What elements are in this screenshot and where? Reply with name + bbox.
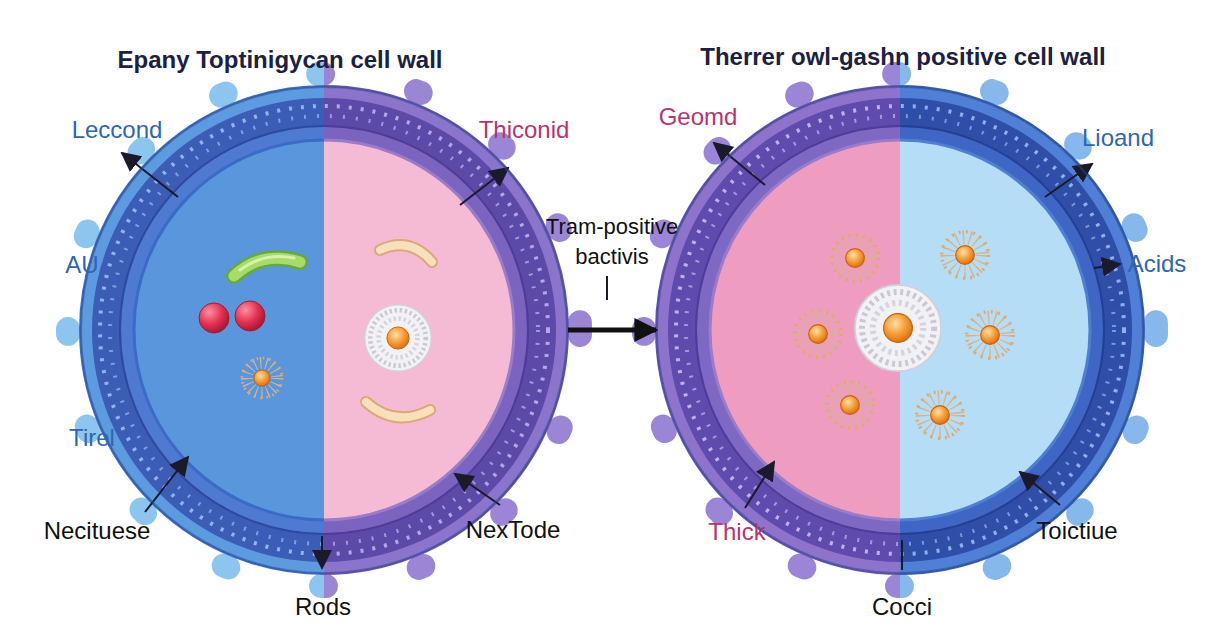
granular-body [365,305,432,372]
circle-outline [80,86,568,574]
arrow-label: Tram-positive bactivis [527,212,697,272]
flow-arrow [568,328,656,333]
leader-line [1094,264,1120,268]
crescent [380,245,432,262]
callout-label: Acids [1128,250,1187,278]
star-particle [967,312,1014,359]
dark-band [92,98,324,562]
inner-band [900,126,1104,534]
callout-label: Tirel [69,424,115,452]
left-cell [68,74,580,586]
callout-label: Leccond [72,116,163,144]
cytoplasm [324,140,514,520]
granule-ring [686,116,900,544]
leader-line [714,143,765,185]
callout-label: Thiconid [479,116,570,144]
cytoplasm [134,140,324,520]
star-particle [242,358,282,398]
red-sphere [199,303,229,333]
callout-label: Necituese [44,517,151,545]
crescent [366,402,430,417]
callout-label: Rods [295,593,351,621]
leader-line [455,474,500,505]
leader-line [745,462,774,508]
callout-label: Lioand [1082,124,1154,152]
granule-ring [324,116,538,544]
rod-highlight [240,257,294,271]
tick-line [606,276,608,300]
cell-wall-circle: Epany Toptinigycan cell wall [80,86,568,574]
granular-body [855,285,941,371]
granule-ring [324,106,548,554]
crescent [366,402,430,417]
star-particle [942,232,989,279]
cytoplasm [710,140,900,520]
cell-wall-circle: Therrer owl-gashn positive cell wall [656,86,1144,574]
circle-outline [657,87,1143,573]
inner-band [120,126,324,534]
granule-ring [900,116,1114,544]
star-particle [917,392,964,439]
leader-lines [122,143,1120,570]
star-particle [827,382,874,429]
leader-line [1020,472,1060,505]
leader-line [122,153,178,197]
circle-outline [81,87,567,573]
cytoplasm [900,140,1090,520]
granule-ring [676,106,900,554]
granule-ring [900,106,1124,554]
cell-spikes [324,74,580,586]
left-cell-purple-half [324,74,580,586]
dark-band [668,98,900,562]
red-sphere [235,301,265,331]
cell-heading: Epany Toptinigycan cell wall [36,46,524,74]
leader-line [1045,164,1092,197]
inner-band [696,126,900,534]
callout-label: Toictiue [1036,517,1117,545]
granule-ring [110,116,324,544]
right-cell-purple-half [644,74,900,586]
left-cell-blue-half [68,74,324,586]
circle-outline [656,86,1144,574]
outer-ring [900,86,1144,574]
inner-band [324,126,528,534]
cell-spikes [644,74,900,586]
callout-label: NexTode [466,516,561,544]
leader-line [460,168,508,205]
outer-ring [80,86,324,574]
leader-line [321,536,323,568]
dark-band [324,98,556,562]
leader-line [145,457,188,512]
right-cell [644,74,1156,586]
cell-heading: Therrer owl-gashn positive cell wall [659,43,1147,71]
callout-label: Geomd [659,103,738,131]
star-particle [832,235,879,282]
callout-label: AU [65,251,98,279]
outer-ring [324,86,568,574]
cell-spikes [68,74,324,586]
leader-line [901,540,903,570]
callout-label: Thick [708,518,765,546]
callout-label: Cocci [872,593,932,621]
dark-band [900,98,1132,562]
right-cell-blue-half [900,74,1156,586]
crescent [380,245,432,262]
cell-spikes [900,74,1156,586]
star-particle [795,311,842,358]
granule-ring [100,106,324,554]
outer-ring [656,86,900,574]
